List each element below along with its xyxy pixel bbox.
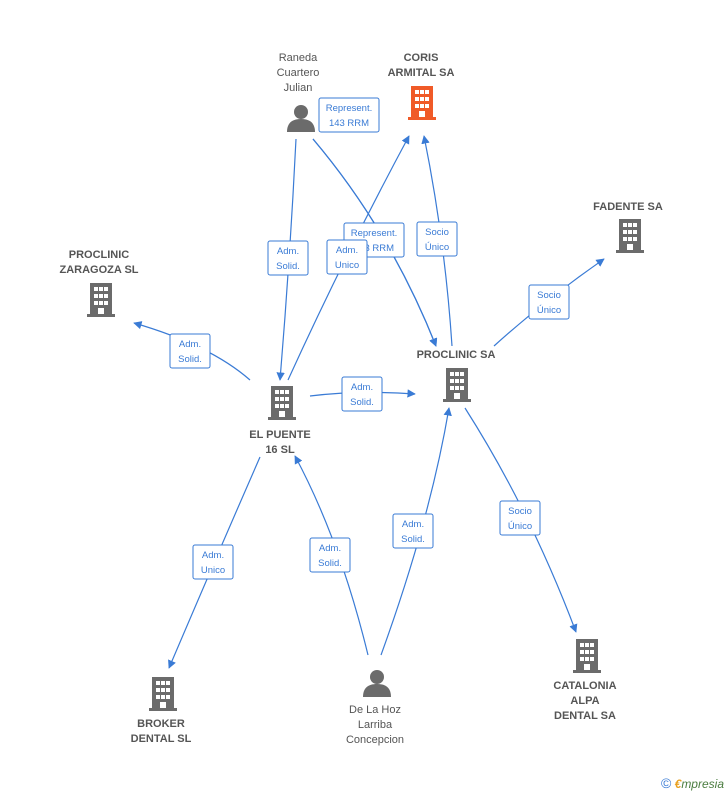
node-fadente[interactable]: FADENTE SA <box>593 201 663 253</box>
brand-logo-initial: € <box>674 777 682 791</box>
node-label-proclinic_zaragoza: ZARAGOZA SL <box>59 264 138 276</box>
edge-label-delahoz-to-proclinic[interactable]: Adm. Solid. <box>392 513 434 549</box>
person-icon <box>363 670 391 697</box>
building-icon <box>573 639 601 673</box>
node-label-delahoz: Larriba <box>358 719 393 731</box>
node-label-catalonia: DENTAL SA <box>554 710 616 722</box>
edge-label-text: Unico <box>201 565 225 576</box>
brand-footer: © €mpresia <box>661 775 724 791</box>
building-icon <box>616 219 644 253</box>
edge-label-box <box>326 239 368 275</box>
node-proclinic[interactable]: PROCLINIC SA <box>417 349 496 402</box>
edge-label-text: Socio <box>425 227 449 238</box>
edge-label-text: Único <box>537 305 561 316</box>
edge-label-el_puente-to-proclinic_zaragoza[interactable]: Adm. Solid. <box>169 333 211 369</box>
brand-logo-text: mpresia <box>681 777 724 791</box>
node-label-coris: ARMITAL SA <box>388 67 455 79</box>
edge-label-box <box>309 537 351 573</box>
edge-label-text: Adm. <box>402 519 424 530</box>
edge-label-box <box>341 376 383 412</box>
copyright-icon: © <box>660 775 672 791</box>
edge-label-text: 143 RRM <box>329 118 369 129</box>
node-label-broker: DENTAL SL <box>131 733 192 745</box>
building-icon <box>268 386 296 420</box>
edge-label-text: 143 RRM <box>354 243 394 254</box>
edge-label-box <box>499 500 541 536</box>
edge-label-el_puente-to-proclinic[interactable]: Adm. Solid. <box>341 376 383 412</box>
edge-label-text: Solid. <box>350 397 374 408</box>
edge-label-delahoz-to-el_puente[interactable]: Adm. Solid. <box>309 537 351 573</box>
edge-label-el_puente-to-broker[interactable]: Adm. Unico <box>192 544 234 580</box>
edge-label-text: Adm. <box>277 246 299 257</box>
edge-label-text: Solid. <box>401 534 425 545</box>
edge-label-box <box>416 221 458 257</box>
person-icon <box>287 105 315 132</box>
edge-label-text: Solid. <box>276 261 300 272</box>
node-catalonia[interactable]: CATALONIA ALPA DENTAL SA <box>553 639 617 722</box>
edge-label-text: Único <box>425 242 449 253</box>
edge-label-text: Represent. <box>326 103 372 114</box>
node-proclinic_zaragoza[interactable]: PROCLINIC ZARAGOZA SL <box>59 249 139 317</box>
node-label-raneda: Raneda <box>279 52 318 64</box>
edge-label-text: Represent. <box>351 228 397 239</box>
edge-label-box <box>392 513 434 549</box>
node-label-coris: CORIS <box>404 52 439 64</box>
node-label-el_puente: 16 SL <box>265 444 295 456</box>
edge-label-box <box>267 240 309 276</box>
edge-label-text: Solid. <box>178 354 202 365</box>
edge-label-text: Adm. <box>351 382 373 393</box>
node-broker[interactable]: BROKER DENTAL SL <box>131 677 192 745</box>
building-icon <box>408 86 436 120</box>
building-icon <box>149 677 177 711</box>
building-icon <box>87 283 115 317</box>
node-coris[interactable]: CORIS ARMITAL SA <box>388 52 455 120</box>
node-label-proclinic: PROCLINIC SA <box>417 349 496 361</box>
edge-label-box <box>169 333 211 369</box>
edge-label-text: Adm. <box>319 543 341 554</box>
edge-label-raneda-to-coris[interactable]: Represent. 143 RRM <box>318 97 380 133</box>
edge-label-text: Adm. <box>336 245 358 256</box>
edge-label-text: Único <box>508 521 532 532</box>
node-label-delahoz: De La Hoz <box>349 704 401 716</box>
node-label-delahoz: Concepcion <box>346 734 404 746</box>
edge-label-box <box>318 97 380 133</box>
edge-label-box <box>192 544 234 580</box>
node-el_puente[interactable]: EL PUENTE 16 SL <box>249 386 311 456</box>
node-label-catalonia: CATALONIA <box>553 680 616 692</box>
edge-label-text: Unico <box>335 260 359 271</box>
edge-label-text: Socio <box>537 290 561 301</box>
edge-label-raneda-to-el_puente[interactable]: Adm. Solid. <box>267 240 309 276</box>
node-label-el_puente: EL PUENTE <box>249 429 311 441</box>
edge-label-el_puente-to-coris[interactable]: Adm. Unico <box>326 239 368 275</box>
node-label-broker: BROKER <box>137 718 185 730</box>
edge-label-box <box>528 284 570 320</box>
edge-label-text: Adm. <box>179 339 201 350</box>
building-icon <box>443 368 471 402</box>
node-label-catalonia: ALPA <box>570 695 599 707</box>
node-label-proclinic_zaragoza: PROCLINIC <box>69 249 130 261</box>
edge-label-text: Adm. <box>202 550 224 561</box>
node-label-raneda: Julian <box>284 82 313 94</box>
edge-label-text: Socio <box>508 506 532 517</box>
edge-label-text: Solid. <box>318 558 342 569</box>
node-label-raneda: Cuartero <box>277 67 320 79</box>
node-label-fadente: FADENTE SA <box>593 201 663 213</box>
